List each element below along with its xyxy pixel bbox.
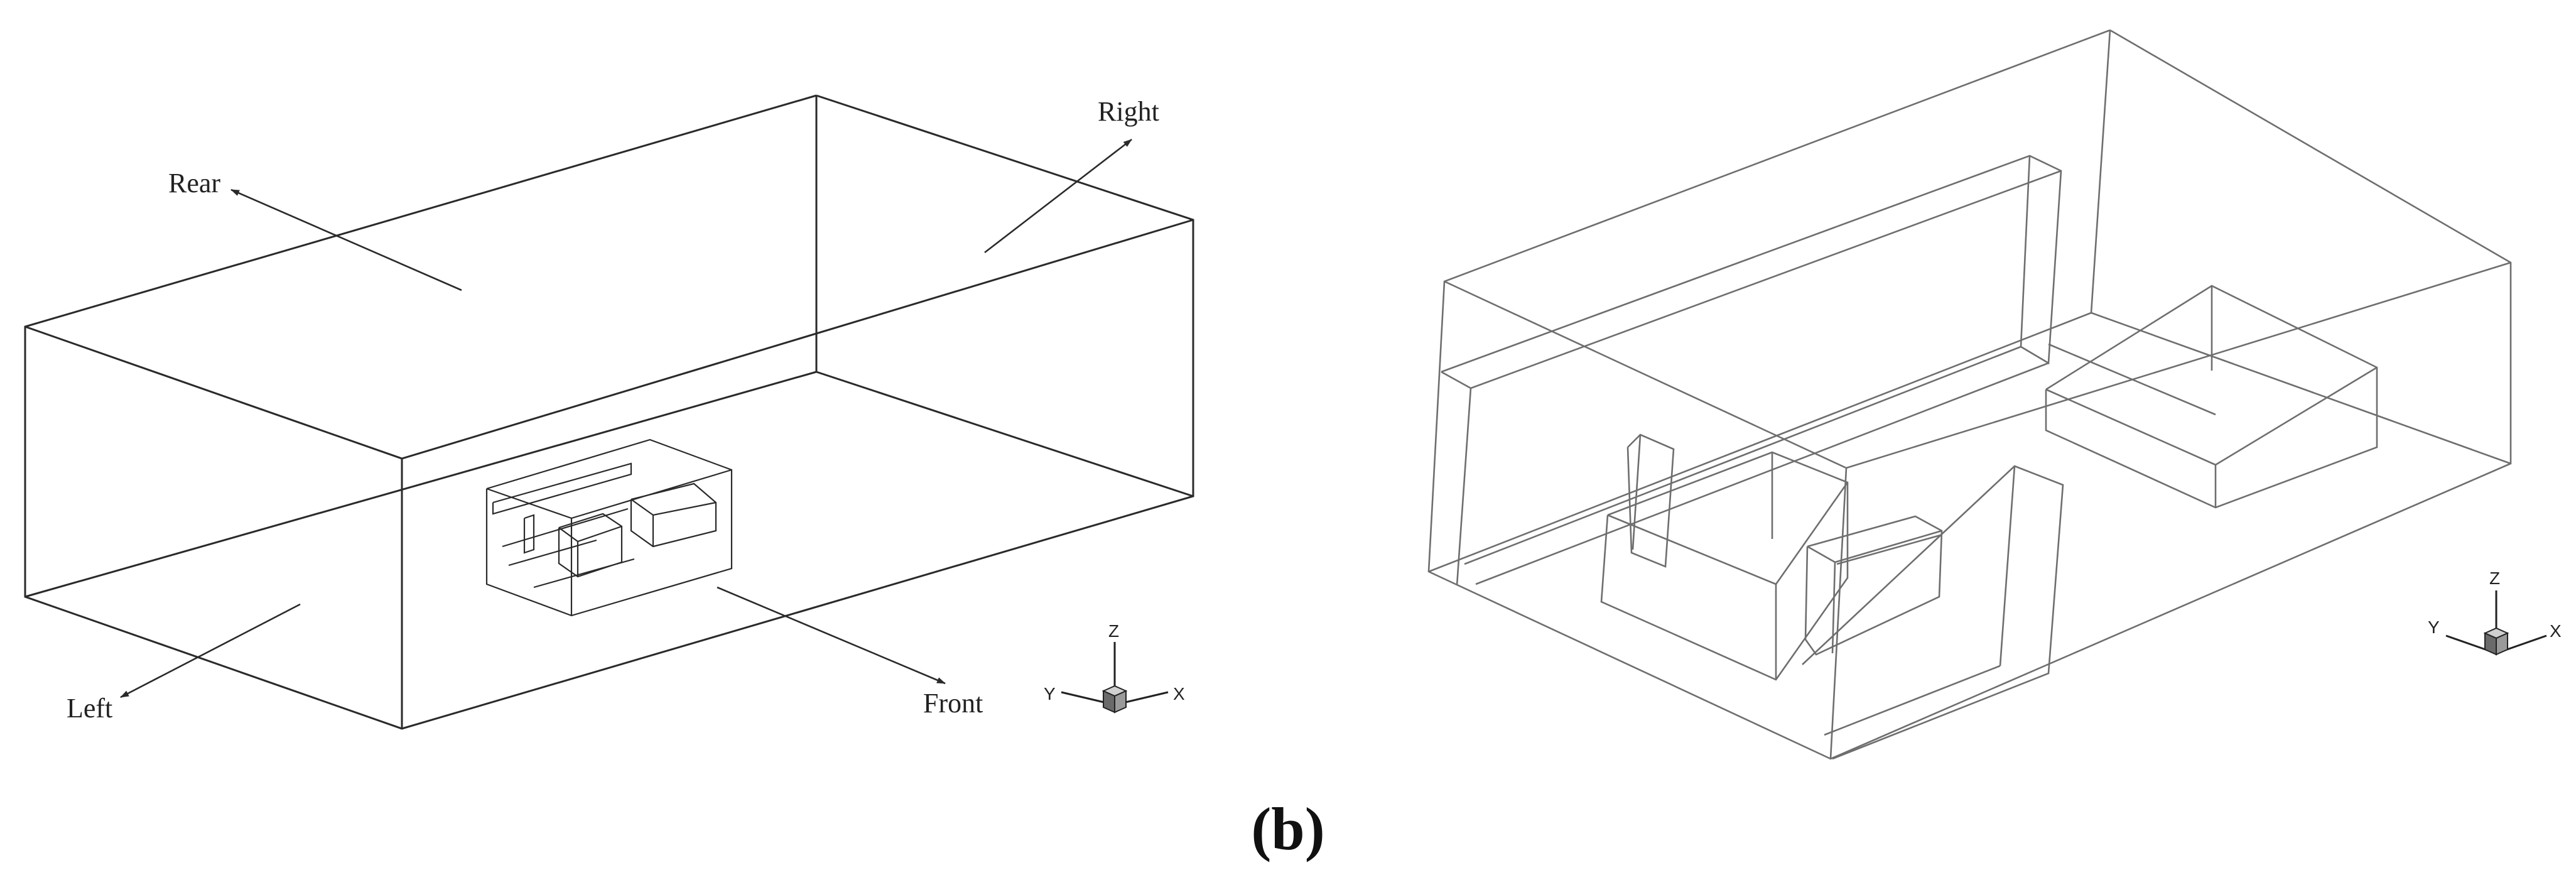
left-inner-geometry (485, 438, 733, 617)
right-box-d (2045, 285, 2378, 509)
right-room-diagram: Z Y X (1427, 29, 2562, 760)
right-tilted-panel (1626, 433, 1675, 568)
right-box-c (1802, 465, 2064, 760)
triad-x-label: X (1173, 684, 1185, 704)
triad-z-label: Z (2489, 568, 2500, 588)
right-box-b (1804, 515, 1943, 656)
left-axis-triad: Z Y X (1044, 621, 1185, 714)
label-left: Left (67, 693, 112, 724)
right-partition-wall (1441, 155, 2062, 586)
right-box-a (1600, 451, 1849, 681)
triad-x-label: X (2550, 621, 2562, 641)
triad-y-label: Y (2428, 617, 2440, 637)
left-domain-box (24, 94, 1194, 730)
figure-caption: (b) (1251, 795, 1324, 862)
label-right: Right (1098, 96, 1159, 127)
triad-z-label: Z (1108, 621, 1119, 641)
arrow-left (120, 603, 301, 698)
arrow-front (717, 586, 946, 685)
label-rear: Rear (168, 168, 220, 198)
direction-arrows (120, 138, 1132, 698)
arrow-rear (230, 188, 462, 291)
triad-cube-icon (2483, 627, 2509, 656)
right-enclosure (1427, 29, 2512, 760)
right-axis-triad: Z Y X (2428, 568, 2562, 656)
triad-y-label: Y (1044, 684, 1056, 704)
label-front: Front (923, 688, 983, 719)
triad-cube-icon (1101, 685, 1128, 714)
left-room-diagram: Rear Right Left Front Z Y X (24, 94, 1194, 730)
arrow-right (984, 138, 1132, 254)
